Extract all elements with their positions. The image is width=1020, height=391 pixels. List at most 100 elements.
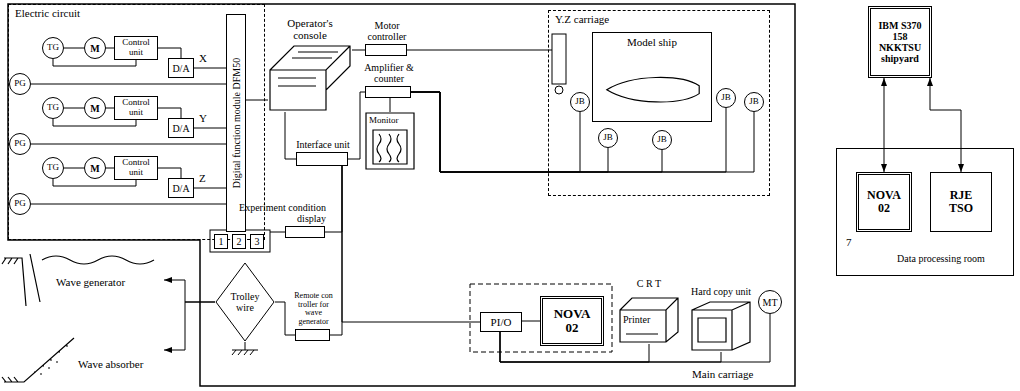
label-text: X	[199, 52, 207, 64]
connector	[31, 204, 226, 205]
text-holder: Monitor	[369, 116, 399, 126]
node-text: Y.Z carriage	[555, 13, 609, 25]
wave-generator-picture: Wave generator	[4, 248, 164, 310]
node-text: M	[90, 103, 99, 114]
panel-wire	[270, 232, 285, 233]
pulse-generator-circle: PG	[9, 73, 31, 95]
host-computer-box: IBM S370 158 NKKTSU shipyard	[868, 6, 932, 78]
connector	[64, 108, 84, 109]
text-holder: Experiment condition display	[236, 202, 326, 224]
monitor-picture: Monitor	[365, 112, 415, 170]
display-panel	[210, 230, 270, 252]
picture-stroke	[270, 46, 350, 110]
pio-box: PI/O	[480, 312, 522, 332]
label-holder: Z	[199, 172, 206, 184]
diamond-shape	[216, 263, 274, 341]
tacho-generator-circle: TG	[42, 37, 64, 59]
label-holder: Y	[199, 112, 207, 124]
display-digit-box: 1	[214, 234, 228, 249]
node-text: 3	[255, 236, 260, 247]
node-text: 2	[237, 236, 242, 247]
display-digit-box: 2	[232, 234, 246, 249]
tacho-generator-circle: TG	[42, 157, 64, 179]
node-text: PG	[14, 79, 26, 89]
label-holder: Main carriage	[692, 368, 753, 380]
connector	[64, 168, 84, 169]
label-holder: 7	[846, 236, 852, 248]
text-holder: Interface unit	[288, 139, 358, 150]
motor-circle: M	[84, 97, 106, 119]
amplifier-box: Amplifier & counter	[365, 86, 411, 98]
node-text: JB	[657, 135, 667, 145]
connector	[325, 166, 342, 232]
text-holder: Wave absorber	[78, 358, 143, 370]
ground-symbol	[232, 342, 258, 355]
picture-stroke	[620, 298, 678, 342]
connector	[411, 92, 754, 172]
pulse-generator-circle: PG	[9, 133, 31, 155]
node-picture	[690, 300, 752, 352]
text-holder: Data processing room	[897, 253, 985, 264]
pulse-generator-circle: PG	[9, 193, 31, 215]
junction-box-circle: JB	[570, 92, 590, 112]
connector	[53, 119, 136, 126]
connector	[194, 188, 226, 189]
tacho-generator-circle: TG	[42, 97, 64, 119]
computer-box: NOVA 02	[540, 296, 604, 346]
node-text: NOVA 02	[864, 189, 904, 215]
model-ship-box: Model ship	[592, 32, 712, 122]
connector	[411, 92, 608, 172]
control-unit-box: Control unit	[114, 96, 158, 120]
node-text: Operator's console	[275, 17, 345, 41]
display-digit-box: 3	[250, 234, 264, 249]
circuit-region: Electric circuitPGTGMControl unitD/APGTG…	[8, 4, 265, 240]
node-text: JB	[603, 133, 613, 143]
node-text: Motor controller	[359, 20, 415, 42]
text-holder: Operator's console	[275, 17, 345, 41]
carriage-region: Y.Z carriageModel shipJBJBJBJBJB	[548, 10, 770, 196]
node-text: Amplifier & counter	[361, 62, 417, 84]
tape-circle: MT	[758, 290, 782, 314]
carriage-frame	[552, 34, 566, 84]
node-text: Wave generator	[56, 276, 125, 288]
connector	[194, 68, 226, 69]
connector	[53, 179, 136, 186]
picture-stroke	[2, 254, 154, 306]
connector	[930, 78, 961, 172]
interface-box: Interface unit	[296, 152, 348, 166]
node-text: PG	[14, 139, 26, 149]
connector	[106, 108, 114, 109]
node-text: 1	[219, 236, 224, 247]
junction-box-circle: JB	[744, 92, 764, 112]
node-text: JB	[749, 97, 759, 107]
node-text: Interface unit	[288, 139, 358, 150]
console-picture: Operator's console	[268, 44, 352, 112]
node-picture	[4, 318, 164, 384]
connector	[158, 108, 181, 118]
text-holder: Model ship	[593, 36, 711, 48]
node-text: PG	[14, 199, 26, 209]
connector	[31, 144, 226, 145]
node-text: Hard copy unit	[681, 286, 761, 297]
connector	[330, 166, 342, 335]
motor-circle: M	[84, 157, 106, 179]
label-text: Y	[199, 112, 207, 124]
condition-display-box: Experiment condition display	[285, 226, 325, 238]
picture-stroke	[366, 113, 414, 169]
text-holder: Y.Z carriage	[555, 13, 609, 25]
carriage-wheel	[555, 86, 563, 94]
connector	[275, 302, 295, 335]
connector	[53, 59, 136, 66]
converter-box: D/A	[168, 178, 194, 198]
label-text: 7	[846, 236, 852, 248]
motor-controller-box: Motor controller	[365, 44, 407, 56]
text-holder: Digital function module DFM50	[231, 58, 242, 188]
node-text: Control unit	[117, 98, 155, 118]
node-text: TG	[47, 163, 59, 173]
label-holder: X	[199, 52, 207, 64]
printer-picture: C R TPrinter	[618, 292, 680, 344]
connector	[342, 166, 480, 322]
node-text: Control unit	[117, 158, 155, 178]
node-text: IBM S370 158 NKKTSU shipyard	[875, 20, 925, 64]
